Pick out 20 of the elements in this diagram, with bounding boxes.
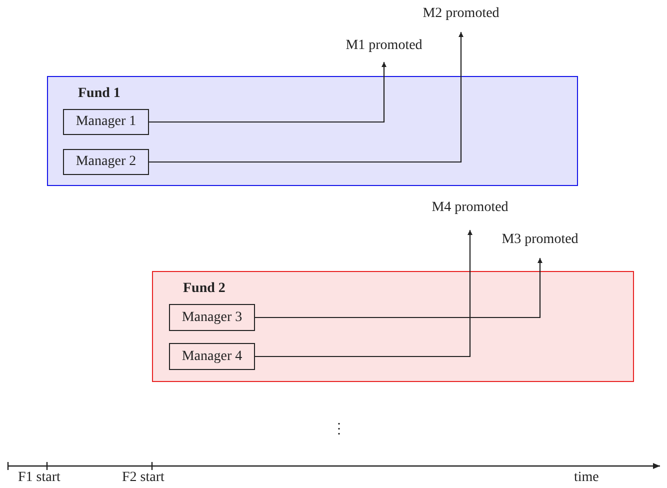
manager-box: Manager 2 xyxy=(63,149,149,175)
fund-title: Fund 1 xyxy=(78,86,120,102)
arrow xyxy=(149,62,386,123)
manager-box: Manager 3 xyxy=(169,304,255,331)
arrow xyxy=(255,230,472,358)
fund-panel xyxy=(152,271,634,382)
event-label: M1 promoted xyxy=(330,38,438,62)
manager-box: Manager 1 xyxy=(63,109,149,135)
manager-box: Manager 4 xyxy=(169,343,255,370)
arrow xyxy=(149,32,464,163)
event-label: M2 promoted xyxy=(405,6,517,32)
arrow xyxy=(255,258,542,318)
ellipsis: ⋮ xyxy=(332,421,346,438)
axis-label: F2 start xyxy=(122,470,164,486)
axis-label: time xyxy=(574,470,599,486)
fund-title: Fund 2 xyxy=(183,281,226,297)
event-label: M4 promoted xyxy=(415,200,525,230)
axis-label: F1 start xyxy=(18,470,60,486)
fund-panel xyxy=(47,76,578,186)
event-label: M3 promoted xyxy=(485,232,595,258)
